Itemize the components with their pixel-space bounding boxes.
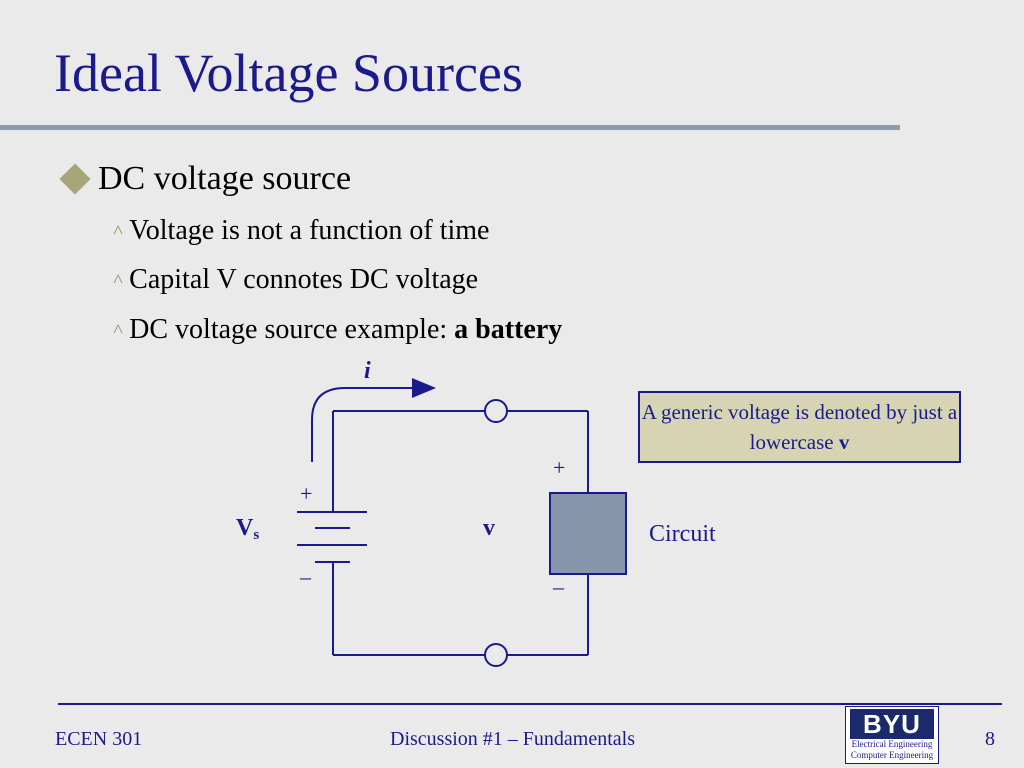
source-label-v: V [236,515,254,541]
circuit-plus-sign: + [553,455,566,480]
byu-logo-text: BYU [850,709,934,739]
source-label-subscript: s [253,527,260,543]
footer-divider [58,703,1002,705]
voltage-label: v [483,515,495,541]
circuit-box [549,492,627,575]
sub-bullet-bold: a battery [454,314,563,345]
current-arrow [311,378,436,462]
battery-minus-sign: – [300,564,311,589]
footer-course: ECEN 301 [55,728,143,750]
logo-line-1: Electrical Engineering [851,739,933,749]
callout-box: A generic voltage is denoted by just a l… [638,391,961,463]
byu-logo: BYU Electrical Engineering Computer Engi… [845,706,939,764]
top-terminal [484,399,508,423]
main-bullet: DC voltage source [58,160,351,198]
title-divider [0,125,900,130]
bottom-terminal [484,643,508,667]
main-bullet-text: DC voltage source [98,160,352,197]
chevron-bullet-icon: ˄ [113,220,124,240]
callout-text: A generic voltage is denoted by just a l… [641,400,958,454]
sub-bullet-1: ˄Voltage is not a function of time [113,215,489,247]
logo-line-2: Computer Engineering [850,750,934,760]
current-label: i [364,358,371,384]
sub-bullet-2: ˄Capital V connotes DC voltage [113,264,478,296]
battery-plus-sign: + [300,481,313,506]
page-number: 8 [985,728,995,750]
source-label: Vs [236,515,259,544]
footer-title: Discussion #1 – Fundamentals [390,728,635,750]
circuit-minus-sign: – [553,574,564,599]
callout-bold: v [838,430,850,454]
slide-title: Ideal Voltage Sources [54,43,523,103]
sub-bullet-text: DC voltage source example: [129,314,455,345]
sub-bullet-3: ˄DC voltage source example: a battery [113,314,562,346]
sub-bullet-text: Voltage is not a function of time [129,215,490,246]
chevron-bullet-icon: ˄ [113,269,124,289]
circuit-label: Circuit [649,521,716,547]
sub-bullet-text: Capital V connotes DC voltage [129,264,479,295]
chevron-bullet-icon: ˄ [113,319,124,339]
